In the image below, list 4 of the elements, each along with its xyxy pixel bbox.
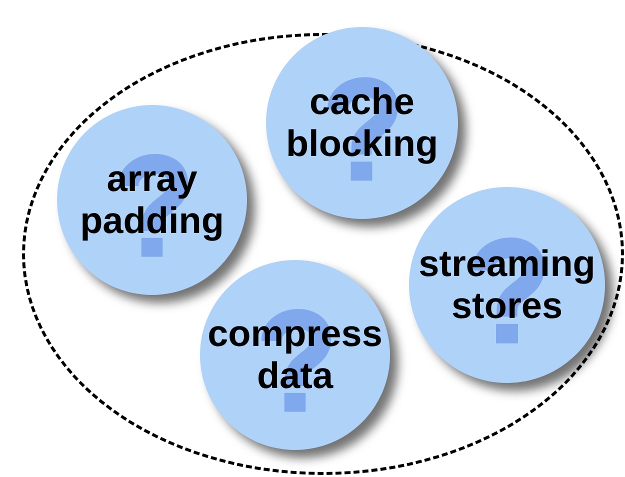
node-label: compress data — [206, 313, 384, 397]
node-label: streaming stores — [418, 243, 596, 327]
node-label: cache blocking — [284, 81, 440, 165]
node-label: array padding — [79, 158, 225, 242]
